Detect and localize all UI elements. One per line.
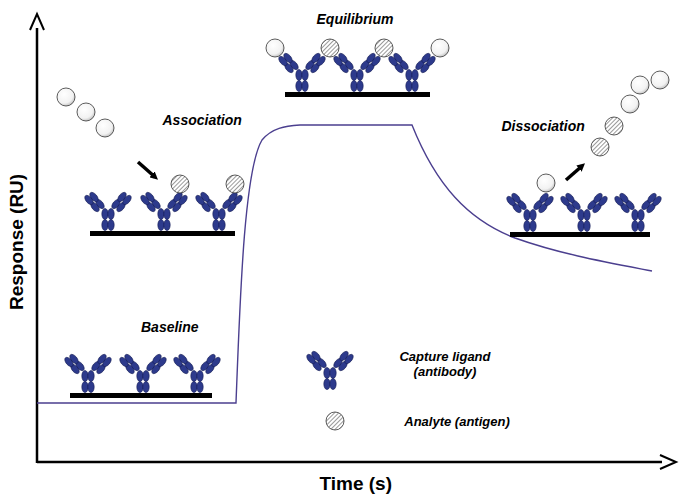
legend-text: Analyte (antigen) xyxy=(377,415,537,430)
phase-label: Association xyxy=(163,112,242,128)
association-surface xyxy=(57,88,244,236)
phase-label: Equilibrium xyxy=(317,11,394,27)
phase-label: Baseline xyxy=(141,319,199,335)
dissociation-surface xyxy=(505,71,669,237)
legend-samples xyxy=(305,350,355,430)
axes xyxy=(30,14,676,469)
sensorgram-curve xyxy=(37,125,652,403)
legend-text: Capture ligand (antibody) xyxy=(375,350,515,380)
baseline-surface xyxy=(63,353,222,398)
phase-label: Dissociation xyxy=(502,118,585,134)
axis-title: Response (RU) xyxy=(6,174,28,310)
equilibrium-surface xyxy=(266,39,449,97)
axis-title: Time (s) xyxy=(320,473,393,495)
